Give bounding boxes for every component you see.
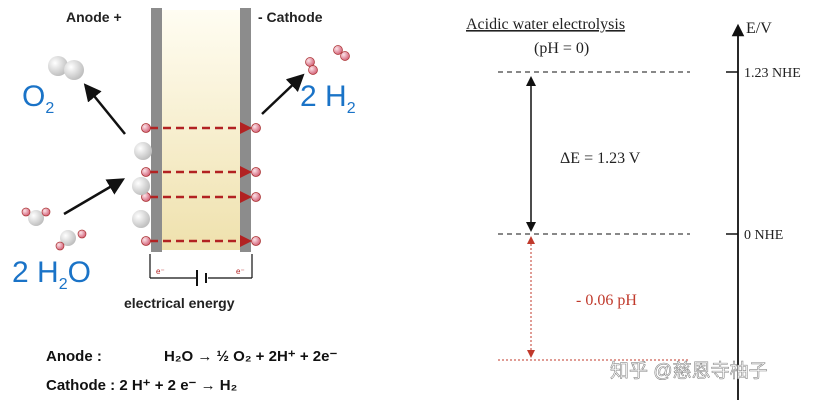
electrolysis-cell-diagram: Anode + - Cathode O2 2 H2: [12, 8, 356, 394]
electrolyte: [162, 10, 240, 250]
electrolysis-cell-panel: Anode + - Cathode O2 2 H2: [12, 8, 356, 394]
diagram-title: Acidic water electrolysis: [466, 16, 625, 33]
o2-molecule-icon: [48, 56, 84, 80]
anode-electrode: [151, 8, 162, 252]
watermark: 知乎 @慈恩寺柚子: [610, 360, 768, 382]
h2-formula: 2 H2: [300, 80, 356, 117]
electron-label-cathode: e⁻: [236, 267, 245, 276]
cathode-equation: Cathode : 2 H⁺ + 2 e⁻ → H₂: [46, 377, 237, 394]
h2-release-arrow: [261, 73, 305, 115]
ph-shift-label: - 0.06 pH: [576, 292, 637, 309]
ph-shift-arrowhead-bottom: [527, 350, 535, 358]
level-1-23-label: 1.23 NHE: [744, 66, 801, 81]
transfer-arrowheads: [240, 122, 252, 247]
energy-diagram-panel: Acidic water electrolysis (pH = 0) E/V 1…: [454, 0, 834, 402]
delta-e-label: ΔE = 1.23 V: [560, 150, 641, 167]
electrical-energy-label: electrical energy: [124, 295, 235, 311]
electrode-proton-dots: [141, 123, 261, 246]
water-molecule-icon: [21, 207, 87, 251]
cathode-label: - Cathode: [258, 9, 323, 25]
o2-formula: O2: [22, 80, 54, 117]
o2-release-arrow: [83, 83, 126, 135]
level-zero-label: 0 NHE: [744, 228, 783, 243]
axis-label: E/V: [746, 20, 772, 37]
h2-molecule-icon: [305, 45, 350, 75]
anode-bubbles: [132, 142, 152, 228]
electron-label-anode: e⁻: [156, 267, 165, 276]
anode-equation-label: Anode :: [46, 348, 102, 365]
delta-e-arrowhead-top: [526, 76, 536, 86]
ph-shift-arrowhead-top: [527, 236, 535, 244]
diagram-subtitle: (pH = 0): [534, 40, 589, 57]
water-formula: 2 H2O: [12, 256, 91, 293]
external-circuit: [149, 254, 253, 286]
potential-level-diagram: Acidic water electrolysis (pH = 0) E/V 1…: [466, 16, 801, 400]
water-supply-arrow: [63, 178, 126, 216]
electron-transfer-arrows: [150, 126, 244, 243]
anode-equation: H₂O → ½ O₂ + 2H⁺ + 2e⁻: [164, 348, 337, 365]
delta-e-arrowhead-bottom: [526, 222, 536, 232]
anode-label: Anode +: [66, 9, 122, 25]
